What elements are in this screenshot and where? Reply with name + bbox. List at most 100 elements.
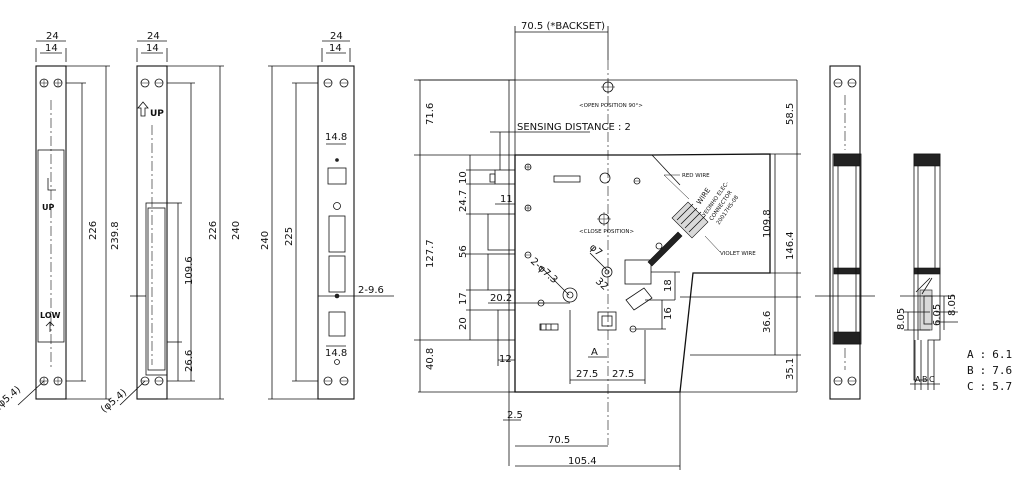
dim-top-inner: 14 xyxy=(146,43,159,54)
red-wire-label: RED WIRE xyxy=(682,173,710,179)
screw-hole xyxy=(847,376,857,386)
screw-hole xyxy=(833,78,843,88)
legend-value: 5.7 xyxy=(992,380,1012,393)
lock-case xyxy=(514,153,771,393)
hole-diameter-label: (φ5.4) xyxy=(99,387,129,415)
dim-36-6: 36.6 xyxy=(762,311,773,333)
screw-hole xyxy=(39,78,49,88)
dimension-legend: A:6.1 B:7.6 C:5.7 xyxy=(967,348,1012,393)
dim-16: 16 xyxy=(663,307,674,320)
dim-127-7: 127.7 xyxy=(425,239,436,268)
screw-hole xyxy=(323,376,333,386)
up-arrow-icon xyxy=(137,101,149,117)
label-c: C xyxy=(929,375,935,384)
dim-height-226: 226 xyxy=(208,221,219,240)
svg-text:C:5.7: C:5.7 xyxy=(967,380,1012,393)
backset-label: 70.5 (*BACKSET) xyxy=(521,21,605,32)
arrow-icon xyxy=(47,178,56,191)
dim-8-05-right: 8.05 xyxy=(947,294,958,316)
svg-text:A:6.1: A:6.1 xyxy=(967,348,1012,361)
open-position-hole xyxy=(601,80,615,94)
dim-top-inner: 14 xyxy=(45,43,58,54)
case-screw xyxy=(524,163,532,171)
label-b: B xyxy=(922,375,928,384)
spindle-hole xyxy=(599,172,611,184)
wire-connector xyxy=(647,201,709,267)
sensing-distance-label: SENSING DISTANCE : 2 xyxy=(517,122,631,133)
close-position-hole xyxy=(597,212,611,226)
deadbolt-lower xyxy=(487,253,516,291)
dim-27-5-left: 27.5 xyxy=(576,369,598,380)
slot xyxy=(553,175,581,183)
up-label: UP xyxy=(150,109,164,119)
dim-height-240: 240 xyxy=(260,231,271,250)
dim-146-4: 146.4 xyxy=(785,231,796,260)
dim-58-5: 58.5 xyxy=(785,103,796,125)
dim-top-outer: 24 xyxy=(147,31,160,42)
dim-109-8: 109.8 xyxy=(762,209,773,238)
dim-8-05-left: 8.05 xyxy=(896,308,907,330)
dim-top-outer: 24 xyxy=(330,31,343,42)
case-screw xyxy=(524,204,532,212)
case-screw xyxy=(655,242,663,250)
legend-key: B xyxy=(967,364,974,377)
dim-width-bottom: 14.8 xyxy=(325,348,347,359)
strike-opening xyxy=(37,149,65,343)
dim-20: 20 xyxy=(458,317,469,330)
sensor-opening xyxy=(328,311,346,337)
legend-key: A xyxy=(967,348,974,361)
dim-width-top: 14.8 xyxy=(325,132,347,143)
dim-32: 32 xyxy=(593,276,610,293)
legend-key: C xyxy=(967,380,974,393)
screw-hole xyxy=(140,78,150,88)
dim-18: 18 xyxy=(663,279,674,292)
screw-hole xyxy=(333,202,341,210)
dim-20-2: 20.2 xyxy=(490,293,512,304)
phi7-hole xyxy=(601,266,613,278)
strike-box xyxy=(145,202,168,376)
dim-2-phi7-3: 2-φ7.3 xyxy=(528,256,560,286)
faceplate-outline xyxy=(317,65,355,400)
sensor-bolt xyxy=(497,309,516,341)
violet-wire-label: VIOLET WIRE xyxy=(720,251,756,257)
front-plate-view xyxy=(815,65,875,400)
lock-body-view: 70.5 (*BACKSET) <OPEN POSITION 90°> SENS… xyxy=(414,21,801,470)
lever xyxy=(625,287,653,311)
strike-plate-view-1: 24 14 UP LOW 226 239.8 (φ5.4) xyxy=(0,31,121,412)
case-screw xyxy=(633,177,641,185)
case-screw xyxy=(524,251,532,259)
screw-hole xyxy=(833,376,843,386)
section-a-label: A xyxy=(591,347,598,358)
case-screw xyxy=(629,325,637,333)
dim-12: 12 xyxy=(499,354,512,365)
screw-hole xyxy=(154,78,164,88)
svg-text:B:7.6: B:7.6 xyxy=(967,364,1012,377)
dim-35-1: 35.1 xyxy=(785,358,796,380)
dim-10: 10 xyxy=(458,171,469,184)
faceplate-edge xyxy=(508,79,516,393)
hub-hole xyxy=(562,287,578,303)
faceplate-view: 24 14 14.8 2-9.6 14.8 240 225 xyxy=(260,31,394,400)
dim-height-240: 240 xyxy=(231,221,242,240)
cam-block xyxy=(624,259,652,285)
dim-105-4: 105.4 xyxy=(568,456,597,467)
close-position-label: <CLOSE POSITION> xyxy=(579,229,635,235)
screw-hole xyxy=(339,376,349,386)
open-position-label: <OPEN POSITION 90°> xyxy=(579,103,643,109)
screw-hole xyxy=(154,376,164,386)
arrow-icon xyxy=(45,321,55,332)
dim-top-outer: 24 xyxy=(46,31,59,42)
dim-70-5: 70.5 xyxy=(548,435,570,446)
dim-56: 56 xyxy=(458,245,469,258)
dim-71-6: 71.6 xyxy=(425,103,436,125)
dim-bottom-26: 26.6 xyxy=(184,350,195,372)
screw-hole xyxy=(53,78,63,88)
slot xyxy=(539,323,559,331)
dim-phi7: φ7 xyxy=(587,242,604,259)
dim-40-8: 40.8 xyxy=(425,348,436,370)
dim-24-7: 24.7 xyxy=(458,190,469,212)
dim-11: 11 xyxy=(500,194,513,205)
dim-17: 17 xyxy=(458,292,469,305)
label-a: A xyxy=(915,375,921,384)
